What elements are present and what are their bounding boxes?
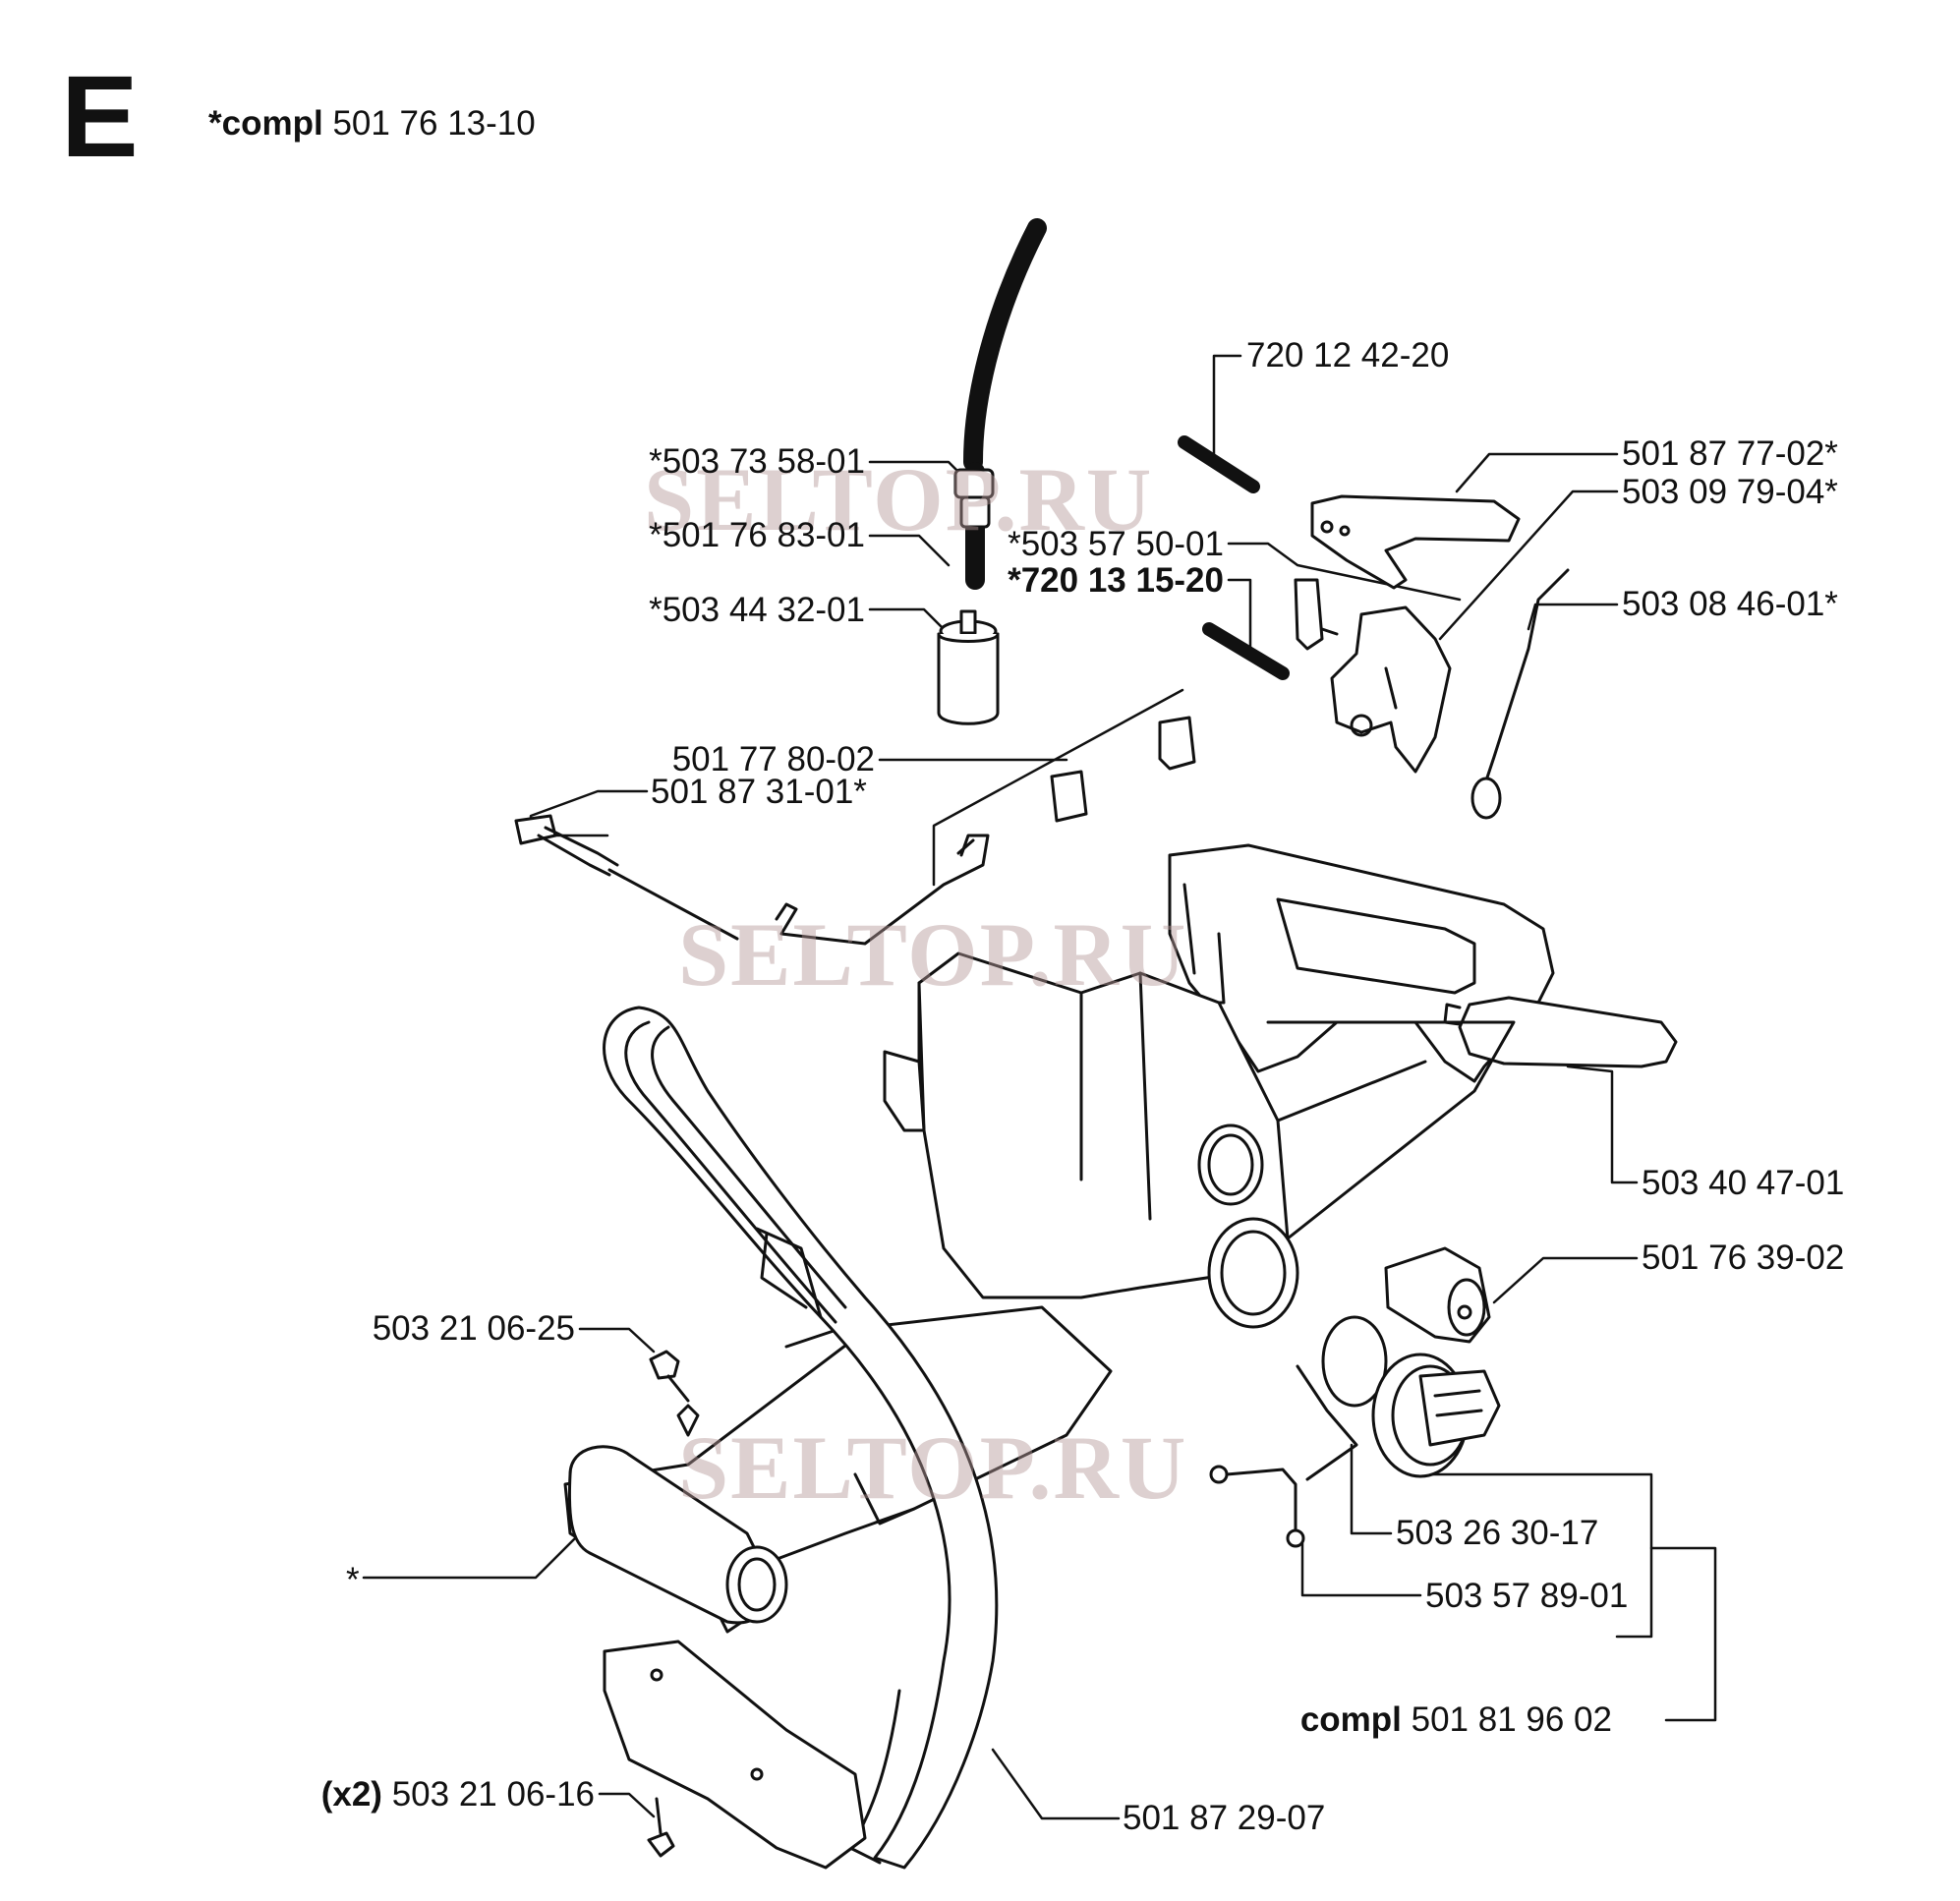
callout-fuel-hose-fitting: *503 73 58-01 <box>649 442 865 481</box>
throttle-trigger-drawing <box>1310 494 1521 590</box>
leader-cap-set-bracket <box>1649 1546 1717 1722</box>
throttle-cable-drawing <box>514 814 739 941</box>
callout-trigger-lockout: 503 09 79-04* <box>1622 473 1838 511</box>
section-letter: E <box>61 52 139 182</box>
trigger-lockout-drawing <box>1330 605 1452 774</box>
cap-set-number: 501 81 96 02 <box>1411 1700 1612 1739</box>
callout-rear-handle-insert: 503 40 47-01 <box>1642 1164 1845 1202</box>
cap-set-prefix: compl <box>1299 1700 1402 1739</box>
leader-fuel-pickup-plug <box>1492 1256 1639 1304</box>
fuel-cap-drawing <box>1209 1315 1501 1548</box>
callout-choke-rod-parts: 501 77 80-02 <box>671 740 875 778</box>
leader-fuel-filter <box>868 607 946 631</box>
trigger-rod-spring-drawing <box>1470 568 1570 820</box>
leader-trigger-rod-spring <box>1527 603 1619 631</box>
leader-cap-strap <box>1300 1541 1422 1597</box>
callout-cap-strap: 503 57 89-01 <box>1425 1577 1629 1615</box>
fuel-hose-drawing <box>953 218 1047 590</box>
watermark-2: SELTOP.RU <box>678 904 1188 1005</box>
spring-pin-bold-text: *720 13 15-20 <box>1008 561 1224 600</box>
callout-spring-pin-top: 720 12 42-20 <box>1246 336 1450 374</box>
leader-tank-housing <box>362 1522 592 1580</box>
leader-screw-small <box>578 1327 656 1354</box>
spring-pins-drawing <box>1178 435 1290 680</box>
leader-cap-set <box>1423 1472 1653 1639</box>
fuel-filter-drawing <box>937 609 1000 725</box>
callout-fuel-hose: *501 76 83-01 <box>649 516 865 554</box>
chassis-drawing <box>563 1305 1113 1634</box>
callout-cap-set: compl 501 81 96 02 <box>1209 1702 1612 1737</box>
leader-front-handle <box>991 1748 1121 1820</box>
callout-tank-housing: * <box>346 1561 360 1599</box>
callout-screw-small: 503 21 06-25 <box>372 1309 575 1348</box>
leader-fuel-cap <box>1350 1443 1393 1535</box>
screw-qty: (x2) <box>320 1775 382 1814</box>
leader-trigger-spring <box>1227 542 1462 602</box>
trigger-spring-drawing <box>1294 578 1339 651</box>
callout-front-handle: 501 87 29-07 <box>1123 1799 1326 1837</box>
leader-screw-bottom <box>598 1792 656 1818</box>
leader-fuel-hose <box>868 534 951 567</box>
callout-trigger-rod-spring: 503 08 46-01* <box>1622 585 1838 623</box>
tank-housing-drawing <box>883 951 1516 1329</box>
watermark-1: SELTOP.RU <box>644 449 1154 549</box>
callout-screw-bottom: (x2) 503 21 06-16 <box>236 1777 595 1812</box>
leader-lines <box>362 354 1717 1820</box>
leader-spring-pin-top <box>1212 354 1242 464</box>
assembly-prefix: *compl <box>208 104 323 143</box>
leader-rear-handle-insert <box>1566 1065 1639 1184</box>
callout-fuel-cap: 503 26 30-17 <box>1396 1514 1599 1552</box>
assembly-label: *compl 501 76 13-10 <box>208 106 536 141</box>
assembly-number: 501 76 13-10 <box>332 104 536 143</box>
choke-rod-drawing <box>775 716 1196 946</box>
front-handle-drawing <box>603 1006 999 1870</box>
screws-drawing <box>647 1350 690 1858</box>
watermark-3: SELTOP.RU <box>678 1417 1188 1518</box>
callout-fuel-pickup-plug: 501 76 39-02 <box>1642 1239 1845 1277</box>
callout-throttle-cable: 501 87 31-01* <box>651 773 867 811</box>
callout-spring-pin-bold: *720 13 15-20 <box>944 563 1224 598</box>
leader-trigger-lockout <box>1438 490 1619 641</box>
leader-choke-bracket <box>932 688 1184 887</box>
callout-fuel-filter: *503 44 32-01 <box>649 591 865 629</box>
fuel-pickup-plug-drawing <box>1384 1246 1491 1344</box>
screw-bottom-number: 503 21 06-16 <box>391 1775 595 1814</box>
callout-throttle-trigger: 501 87 77-02* <box>1622 434 1838 473</box>
leader-spring-pin-bold <box>1227 578 1252 656</box>
callout-trigger-spring: *503 57 50-01 <box>1008 525 1224 563</box>
rear-handle-insert-drawing <box>1443 996 1678 1068</box>
leader-throttle-trigger <box>1455 452 1619 493</box>
